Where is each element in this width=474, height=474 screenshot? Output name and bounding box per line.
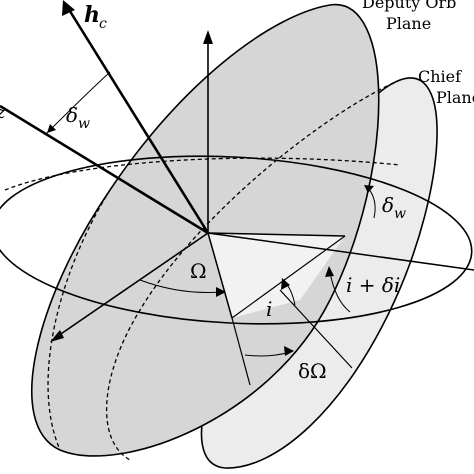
chief-plane-label-2: Plane <box>436 88 474 107</box>
omega-arc-arrow <box>216 287 226 297</box>
delta-w-upper-label: δ <box>66 103 78 127</box>
node-line-down <box>231 317 251 386</box>
i-plus-di-arc <box>329 271 351 313</box>
radial-line-right <box>207 232 346 237</box>
deputy-hidden-edge <box>47 189 111 451</box>
i-plus-di-label: i + δi <box>346 273 400 297</box>
i-label: i <box>266 297 272 321</box>
i-plus-di-arc-arrow <box>325 266 334 277</box>
deputy-normal <box>0 104 209 235</box>
delta-omega-arc-arrow <box>284 346 294 356</box>
equatorial-region <box>208 233 345 318</box>
delta-w-upper-sub: w <box>78 116 90 132</box>
reference-plane <box>0 155 473 325</box>
delta-w-arc-upper-arrow <box>47 124 56 133</box>
i-arc-arrow <box>281 278 290 290</box>
chief-plane-label-1: Chief <box>418 67 462 86</box>
deputy-plane-label-1: Deputy Orb <box>362 0 456 12</box>
delta-w-right-sub: w <box>394 206 406 222</box>
deputy-node-line <box>279 289 353 369</box>
equator-hidden-edge <box>4 157 401 191</box>
hc-vector <box>66 7 210 234</box>
delta-w-right-label: δ <box>382 193 394 217</box>
omega-arc <box>139 279 223 293</box>
omega-label: Ω <box>190 259 207 283</box>
x-axis-arrowhead <box>50 330 64 342</box>
inclination-line <box>231 235 346 319</box>
node-line-chief <box>207 232 474 271</box>
radial-line-down <box>207 232 233 319</box>
delta-w-arc-right-arrow <box>364 185 374 193</box>
deputy-plane-label-2: Plane <box>386 14 431 33</box>
x-axis <box>54 232 209 339</box>
hc-label: h <box>84 2 100 28</box>
z-axis-arrowhead <box>203 30 213 44</box>
delta-omega-label: δΩ <box>298 359 327 383</box>
hc-vector-arrowhead <box>62 0 75 16</box>
left-edge-mark: z <box>0 102 6 123</box>
hc-label-sub: c <box>99 16 107 32</box>
chief-hidden-edge <box>105 79 401 461</box>
